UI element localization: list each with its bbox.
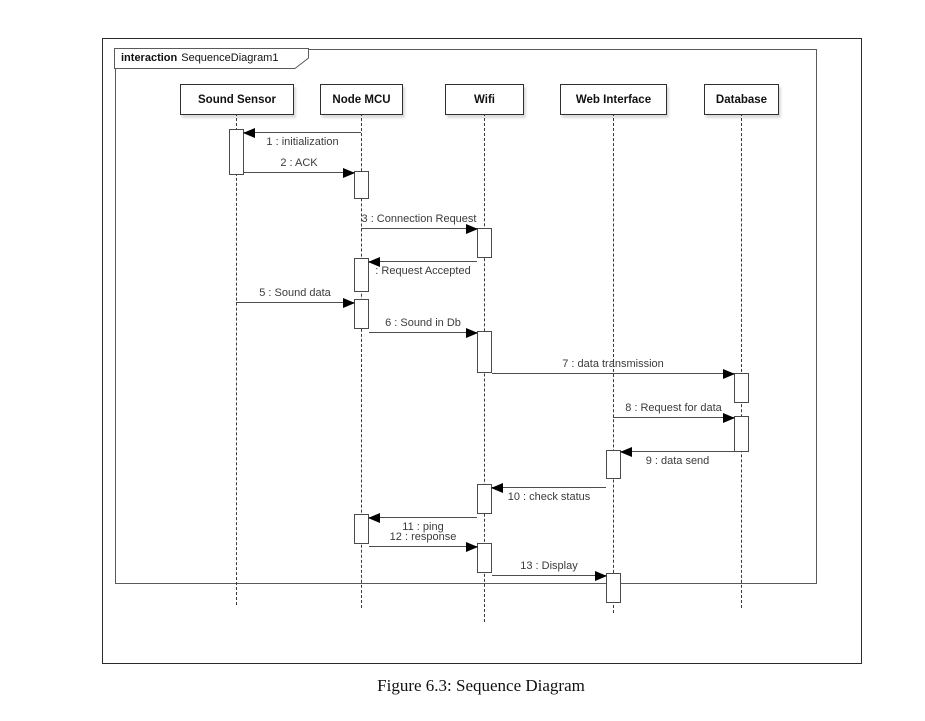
figure-caption: Figure 6.3: Sequence Diagram — [377, 676, 585, 695]
frame-name: SequenceDiagram1 — [181, 52, 279, 64]
arrowhead-right-icon — [723, 368, 735, 379]
participant-node-mcu: Node MCU — [320, 84, 403, 115]
activation-web-interface-2 — [606, 573, 621, 603]
message-9-line — [621, 451, 734, 452]
message-3-label: 3 : Connection Request — [361, 213, 477, 225]
activation-node-mcu-1 — [354, 171, 369, 199]
activation-web-interface-1 — [606, 450, 621, 479]
message-2-line — [244, 172, 354, 173]
participant-sound-sensor: Sound Sensor — [180, 84, 294, 115]
message-7-label: 7 : data transmission — [562, 358, 664, 370]
message-7-line — [492, 373, 734, 374]
message-11-line — [369, 517, 477, 518]
activation-wifi-1 — [477, 228, 492, 258]
message-6-line — [369, 332, 477, 333]
message-12-label: 12 : response — [389, 531, 457, 543]
participant-database: Database — [704, 84, 779, 115]
lifeline-database — [741, 113, 742, 608]
arrowhead-left-icon — [368, 512, 380, 523]
message-1-line — [244, 132, 361, 133]
activation-wifi-3 — [477, 484, 492, 514]
message-8-line — [613, 417, 734, 418]
message-9-label: 9 : data send — [645, 455, 710, 467]
arrowhead-right-icon — [343, 167, 355, 178]
activation-wifi-4 — [477, 543, 492, 573]
message-1-label: 1 : initialization — [266, 136, 339, 148]
arrowhead-right-icon — [466, 327, 478, 338]
lifeline-node-mcu — [361, 113, 362, 608]
activation-node-mcu-4 — [354, 514, 369, 544]
frame-keyword: interaction — [121, 52, 178, 64]
activation-sound-sensor-1 — [229, 129, 244, 175]
activation-wifi-2 — [477, 331, 492, 373]
arrowhead-left-icon — [491, 482, 503, 493]
message-3-line — [361, 228, 477, 229]
message-10-line — [492, 487, 606, 488]
message-4-label: : Request Accepted — [375, 265, 471, 277]
frame-tab — [114, 48, 309, 69]
activation-node-mcu-3 — [354, 299, 369, 329]
message-5-label: 5 : Sound data — [259, 287, 331, 299]
lifeline-sound-sensor — [236, 113, 237, 605]
message-6-label: 6 : Sound in Db — [385, 317, 461, 329]
participant-wifi: Wifi — [445, 84, 524, 115]
activation-database-2 — [734, 416, 749, 452]
arrowhead-left-icon — [620, 446, 632, 457]
arrowhead-right-icon — [723, 412, 735, 423]
activation-node-mcu-2 — [354, 258, 369, 292]
participant-web-interface: Web Interface — [560, 84, 667, 115]
arrowhead-left-icon — [243, 127, 255, 138]
interaction-frame — [115, 49, 817, 584]
message-12-line — [369, 546, 477, 547]
message-5-line — [236, 302, 354, 303]
message-2-label: 2 : ACK — [280, 157, 318, 169]
arrowhead-left-icon — [368, 256, 380, 267]
message-4-line — [369, 261, 477, 262]
arrowhead-right-icon — [343, 297, 355, 308]
message-10-label: 10 : check status — [507, 491, 591, 503]
arrowhead-right-icon — [466, 223, 478, 234]
arrowhead-right-icon — [466, 541, 478, 552]
message-11-label: 11 : ping — [402, 521, 444, 533]
message-8-label: 8 : Request for data — [625, 402, 722, 414]
activation-database-1 — [734, 373, 749, 403]
message-13-label: 13 : Display — [520, 560, 578, 572]
message-13-line — [492, 575, 606, 576]
arrowhead-right-icon — [595, 570, 607, 581]
lifeline-web-interface — [613, 113, 614, 613]
